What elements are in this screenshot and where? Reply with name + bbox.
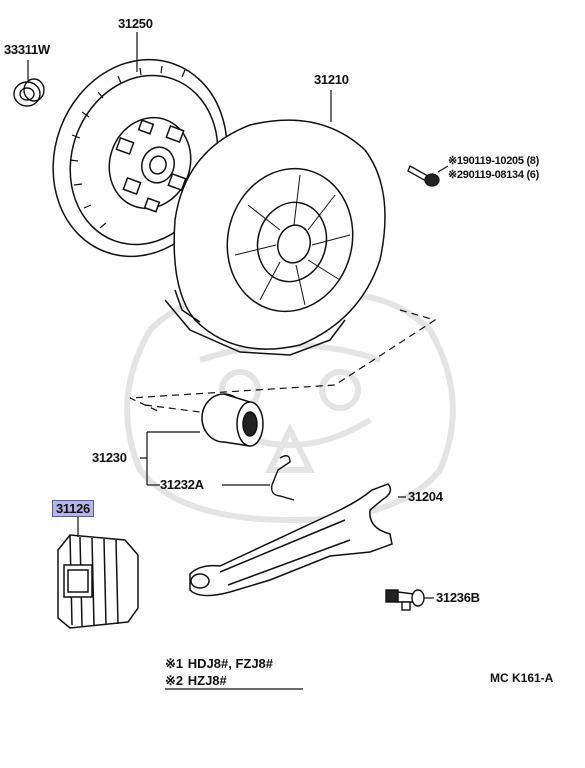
footnote-1-text: HDJ8#, FZJ8# — [187, 656, 274, 671]
footnote-1-mark: ※1 — [165, 656, 184, 671]
part-label-31210: 31210 — [314, 72, 349, 87]
diaphragm-spring-fingers — [234, 174, 351, 306]
disc-rivets — [69, 65, 186, 229]
part-label-31204: 31204 — [408, 489, 443, 504]
part-label-31250: 31250 — [118, 16, 153, 31]
release-fork-boot[interactable] — [57, 534, 139, 629]
part-label-31230: 31230 — [92, 450, 127, 465]
footnote-2-text: HZJ8# — [187, 673, 227, 688]
assembly-dashed-lines — [129, 309, 437, 413]
fork-pivot[interactable] — [385, 589, 425, 611]
footnote-2: ※2 HZJ8# — [165, 673, 227, 689]
release-clip[interactable] — [270, 455, 295, 501]
cover-bolt[interactable] — [407, 165, 440, 187]
part-label-31232a: 31232A — [160, 477, 204, 492]
bolt-spec-1-mark: ※1 — [448, 155, 463, 167]
pressure-plate[interactable] — [164, 119, 386, 356]
part-label-31236b: 31236B — [436, 590, 480, 605]
leader-bolt — [437, 165, 449, 173]
release-bearing[interactable] — [201, 393, 264, 447]
bolt-spec-1-text: 90119-10205 (8) — [462, 155, 540, 167]
bolt-spec-2: ※290119-08134 (6) — [448, 168, 539, 181]
part-label-31126-highlighted[interactable]: 31126 — [52, 500, 94, 517]
bolt-spec-2-text: 90119-08134 (6) — [462, 169, 540, 181]
release-fork[interactable] — [189, 483, 393, 597]
bolt-spec-2-mark: ※2 — [448, 169, 463, 181]
pilot-bearing[interactable] — [13, 78, 45, 107]
diagram-code: MC K161-A — [490, 671, 554, 685]
footnote-1: ※1 HDJ8#, FZJ8# — [165, 656, 273, 672]
bolt-spec-1: ※190119-10205 (8) — [448, 154, 539, 167]
footnote-2-mark: ※2 — [165, 673, 184, 688]
leader-31230 — [140, 431, 200, 486]
part-label-33311w: 33311W — [4, 42, 50, 57]
